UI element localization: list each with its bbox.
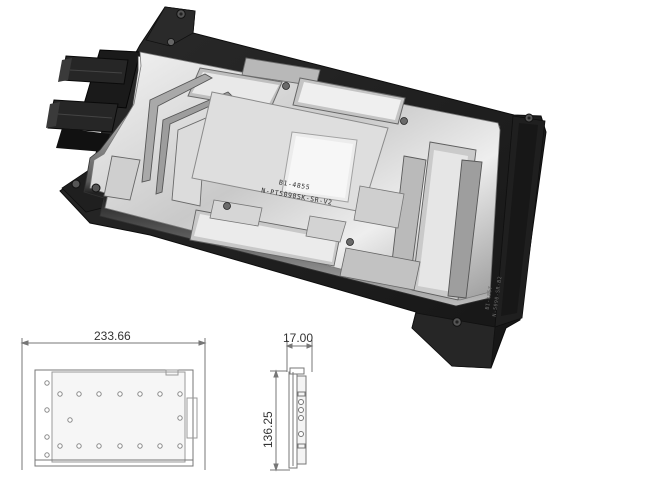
thickness-dimension-label: 17.00 [283,331,313,345]
backplate-marking: BI-4857 N-5090-SR-B2 [485,276,504,317]
nickel-waterblock [83,51,501,307]
screw-icon [223,202,231,210]
screw-icon [167,38,175,46]
side-view-drawing [270,340,314,472]
backplate-marking-line-1: BI-4857 [485,286,494,310]
screw-icon [91,183,101,193]
screw-icon [282,82,290,90]
backplate-marking-line-2: N-5090-SR-B2 [492,276,504,317]
screws [71,9,534,327]
screw-icon [400,117,408,125]
height-dimension-label: 136.25 [261,411,275,448]
width-dimension-label: 233.66 [94,329,131,343]
front-view-drawing [20,338,207,470]
screw-icon [71,179,81,189]
screw-icon [346,238,354,246]
fitting-terminal [46,49,141,152]
